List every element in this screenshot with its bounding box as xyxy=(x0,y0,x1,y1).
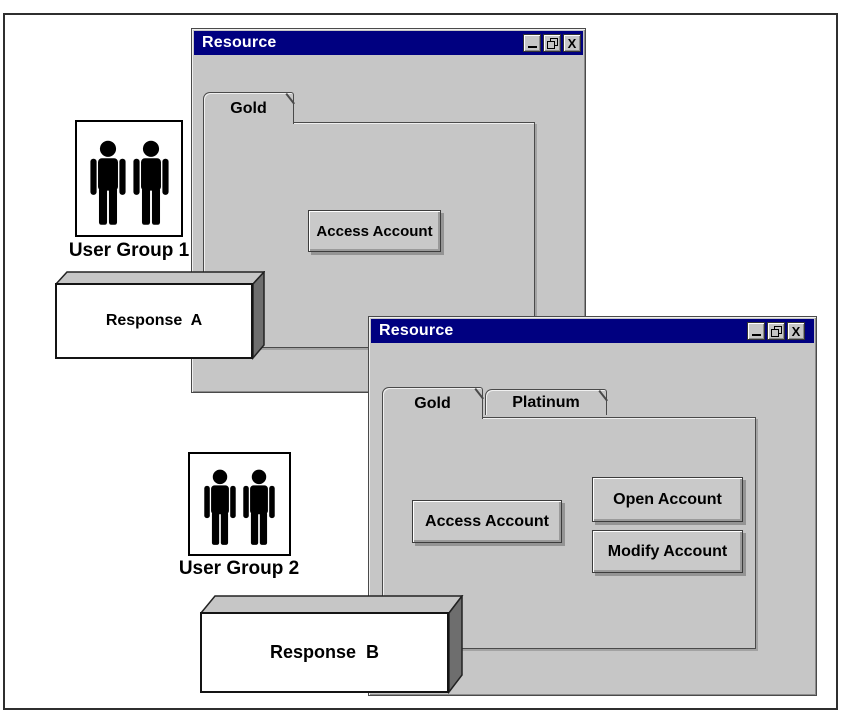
user-group-1-label: User Group 1 xyxy=(68,240,190,261)
minimize-button[interactable] xyxy=(747,322,765,340)
minimize-icon xyxy=(752,334,761,336)
open-account-button[interactable]: Open Account xyxy=(592,477,743,522)
window2-title: Resource xyxy=(379,322,454,339)
person-icon xyxy=(204,469,236,545)
restore-icon xyxy=(546,37,558,49)
response-b-label: Response B xyxy=(200,612,449,693)
window1-tab-gold[interactable]: Gold xyxy=(203,92,294,124)
close-icon: X xyxy=(567,35,577,51)
window2-tab-gold[interactable]: Gold xyxy=(382,387,483,419)
window1-controls: X xyxy=(523,34,583,52)
modify-account-button[interactable]: Modify Account xyxy=(592,530,743,573)
user-group-2-box xyxy=(188,452,291,556)
button-label: Open Account xyxy=(613,490,722,508)
window1-title: Resource xyxy=(202,34,277,51)
minimize-button[interactable] xyxy=(523,34,541,52)
tab-label: Gold xyxy=(414,394,451,412)
response-a-box: Response A xyxy=(55,271,265,360)
person-icon xyxy=(132,140,169,225)
minimize-icon xyxy=(528,46,537,48)
window2-tab-platinum[interactable]: Platinum xyxy=(485,389,607,415)
button-label: Modify Account xyxy=(607,542,728,560)
window2-titlebar[interactable]: Resource X xyxy=(371,319,814,343)
window2-controls: X xyxy=(747,322,814,340)
tab-label: Gold xyxy=(230,99,267,117)
window1-titlebar[interactable]: Resource X xyxy=(194,31,583,55)
person-icon xyxy=(243,469,275,545)
response-b-box: Response B xyxy=(200,595,464,694)
tab-label: Platinum xyxy=(512,393,580,411)
button-label: Access Account xyxy=(316,222,433,240)
resource-window-2: Resource X Gold Platinum xyxy=(368,316,817,696)
restore-button[interactable] xyxy=(543,34,561,52)
user-group-1-box xyxy=(75,120,183,237)
close-button[interactable]: X xyxy=(787,322,805,340)
user-group-2-label: User Group 2 xyxy=(178,558,300,579)
close-button[interactable]: X xyxy=(563,34,581,52)
response-a-label: Response A xyxy=(55,283,253,359)
access-account-button[interactable]: Access Account xyxy=(308,210,441,252)
button-label: Access Account xyxy=(425,512,549,530)
access-account-button[interactable]: Access Account xyxy=(412,500,562,543)
response-b-3d-faces xyxy=(200,595,464,694)
person-icon xyxy=(89,140,126,225)
restore-icon xyxy=(770,325,782,337)
restore-button[interactable] xyxy=(767,322,785,340)
close-icon: X xyxy=(791,323,801,339)
response-a-3d-faces xyxy=(55,271,265,360)
